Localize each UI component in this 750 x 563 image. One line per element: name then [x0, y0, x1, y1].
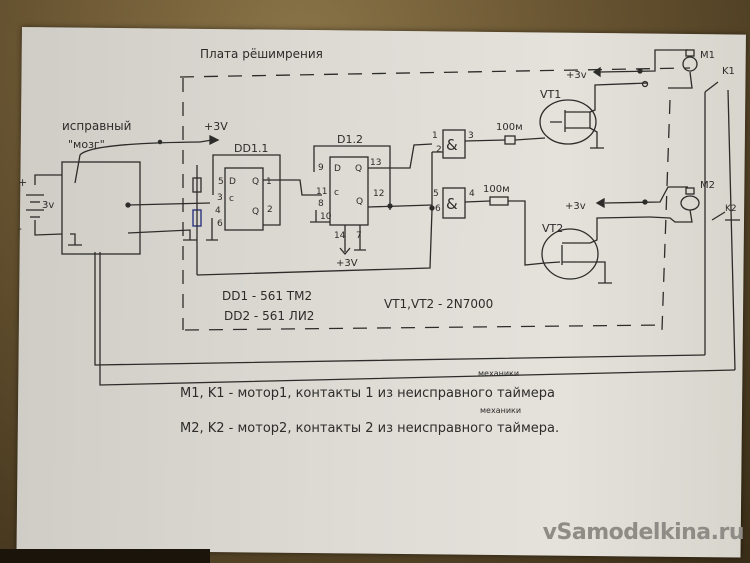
port-label: D: [334, 164, 341, 174]
pin-label: 3: [217, 193, 223, 203]
chip-dd1-1-name: DD1.1: [234, 142, 268, 155]
rc-network: [192, 165, 433, 276]
chip-dd1-2-name: D1.2: [337, 133, 363, 146]
pin-label: 9: [318, 163, 324, 173]
dark-corner: [0, 549, 210, 563]
pin-label: 10: [320, 212, 332, 222]
port-label: c: [229, 194, 234, 204]
resistor-1: 100м: [496, 122, 546, 145]
transistor-vt2: VT2: [541, 216, 651, 284]
chip-dd1-1: DD1.1 5 D 3 c Q 1 Q 2 4 6: [206, 142, 322, 241]
transistor-label: VT1: [540, 88, 561, 101]
board-title: Плата рёшимрения: [200, 47, 323, 61]
brain-block: исправный "мозг" +3V: [61, 119, 736, 386]
port-label: Q: [355, 164, 362, 174]
contact-k2: K2: [711, 204, 740, 221]
pin-label: 12: [373, 189, 384, 199]
pin-label: 14: [334, 231, 346, 241]
pin-label: 1: [432, 131, 438, 141]
supply-label-m1: +3v: [566, 70, 587, 81]
legend-superscript: механики: [480, 406, 521, 415]
pin-label: 8: [318, 199, 324, 209]
port-label: D: [229, 177, 236, 187]
contact-k1: K1: [704, 66, 736, 371]
legend-line-1: M1, K1 - мотор1, контакты 1 из неисправн…: [180, 386, 555, 401]
motor-label: M2: [700, 180, 715, 191]
supply-label-dd: +3V: [336, 258, 358, 269]
pin-label: 7: [356, 231, 362, 241]
supply-label-top: +3V: [204, 120, 228, 133]
pin-label: 6: [217, 219, 223, 229]
resistor-label: 100м: [496, 122, 523, 133]
chip-dd1-2: D1.2 9 D 11 c Q 13 Q 12 8 10 14 7 +3V: [310, 133, 433, 269]
pin-label: 1: [266, 177, 272, 187]
pin-label: 5: [433, 189, 439, 199]
pin-label: 3: [468, 131, 474, 141]
motor-label: M1: [700, 50, 715, 61]
note-dd2: DD2 - 561 ЛИ2: [224, 309, 314, 323]
motor-m1: +3v M1: [566, 49, 715, 89]
and-symbol: &: [446, 195, 458, 213]
gate-2: & 5 6 4: [429, 187, 491, 219]
pin-label: 5: [218, 177, 224, 187]
gate-1: & 1 2 3: [431, 129, 506, 210]
battery-minus: -: [18, 222, 22, 235]
transistor-label: VT2: [542, 222, 563, 235]
pin-label: 2: [267, 205, 273, 215]
resistor-label: 100м: [483, 184, 510, 195]
brain-label-2: "мозг": [68, 138, 105, 151]
battery-label: 3v: [42, 200, 54, 211]
note-dd1: DD1 - 561 TM2: [222, 289, 312, 303]
port-label: Q: [356, 197, 363, 207]
resistor-2: 100м: [483, 184, 546, 266]
contact-label: K1: [722, 66, 735, 77]
port-label: c: [334, 188, 339, 198]
pin-label: 2: [436, 145, 442, 155]
battery-plus: +: [18, 176, 27, 189]
note-vt: VT1,VT2 - 2N7000: [384, 297, 493, 311]
transistor-vt1: VT1: [539, 82, 649, 149]
and-symbol: &: [446, 136, 458, 154]
port-label: Q: [252, 177, 259, 187]
contact-label: K2: [725, 204, 737, 214]
brain-label-1: исправный: [62, 119, 131, 133]
pin-label: 13: [370, 158, 381, 168]
pin-label: 6: [435, 204, 441, 214]
pin-label: 4: [215, 206, 221, 216]
watermark: vSamodelkina.ru: [542, 520, 745, 545]
pin-label: 4: [469, 189, 475, 199]
pin-label: 11: [316, 187, 327, 197]
battery: + - 3v: [18, 174, 63, 236]
port-label: Q: [252, 207, 259, 217]
legend-line-2: M2, K2 - мотор2, контакты 2 из неисправн…: [180, 421, 559, 436]
supply-label-m2: +3v: [565, 201, 586, 212]
component-notes: DD1 - 561 TM2 DD2 - 561 ЛИ2 VT1,VT2 - 2N…: [222, 289, 493, 323]
legend: механики M1, K1 - мотор1, контакты 1 из …: [180, 369, 559, 436]
legend-superscript: механики: [478, 369, 519, 378]
motor-m2: +3v M2: [565, 180, 715, 223]
